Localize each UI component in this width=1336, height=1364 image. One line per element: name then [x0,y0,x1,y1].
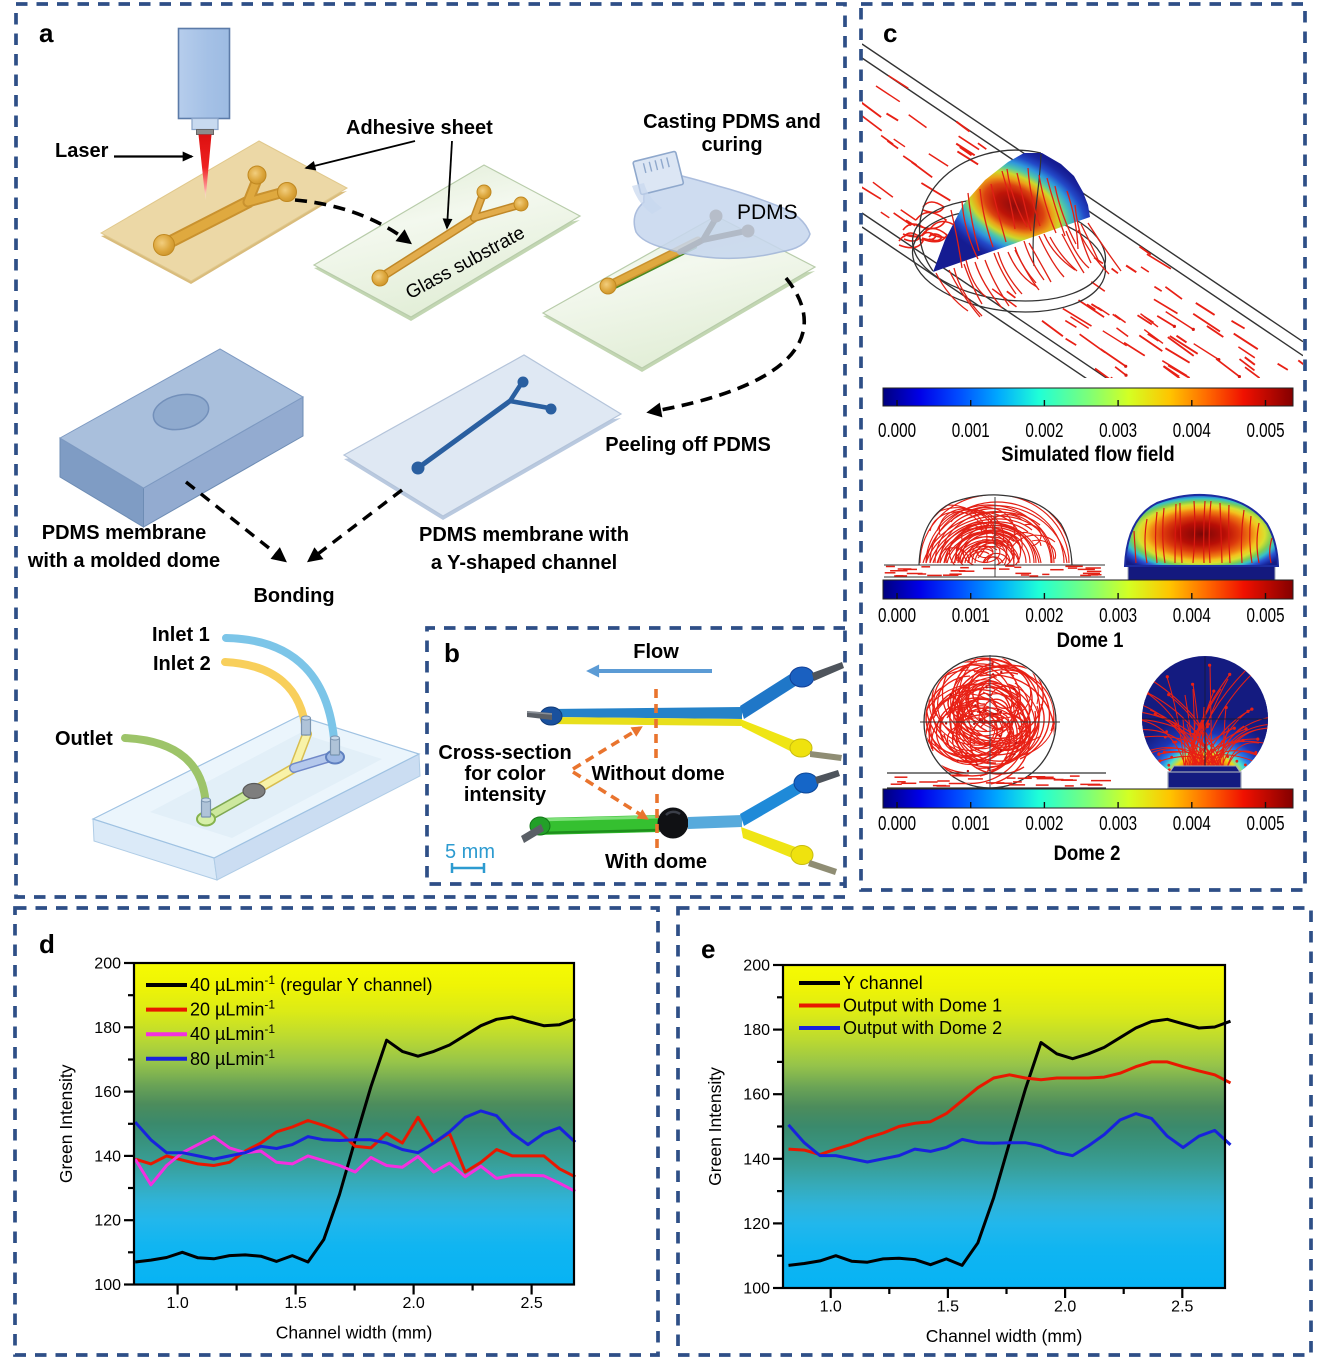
svg-text:0.004: 0.004 [1173,419,1211,442]
svg-text:120: 120 [743,1216,770,1233]
svg-text:Adhesive sheet: Adhesive sheet [346,117,493,139]
svg-text:Flow: Flow [633,641,679,663]
svg-text:100: 100 [94,1277,121,1294]
svg-text:1.0: 1.0 [820,1299,842,1316]
svg-text:Inlet 2: Inlet 2 [153,653,211,675]
svg-text:160: 160 [94,1084,121,1101]
svg-text:Peeling off PDMS: Peeling off PDMS [605,434,771,456]
svg-text:180: 180 [94,1020,121,1037]
svg-text:Inlet 1: Inlet 1 [152,624,210,646]
svg-text:e: e [701,934,715,964]
svg-text:0.004: 0.004 [1173,604,1211,627]
svg-text:Green Intensity: Green Intensity [56,1064,76,1183]
svg-text:0.000: 0.000 [878,812,916,835]
svg-text:Y channel: Y channel [843,973,923,993]
svg-text:0.003: 0.003 [1099,604,1137,627]
svg-text:200: 200 [94,956,121,973]
svg-text:Cross-section: Cross-section [438,742,571,764]
svg-text:PDMS: PDMS [737,201,798,224]
svg-text:Output with Dome 2: Output with Dome 2 [843,1018,1002,1038]
svg-text:0.002: 0.002 [1025,419,1063,442]
svg-text:curing: curing [701,134,762,156]
svg-text:1.0: 1.0 [166,1295,188,1312]
svg-text:PDMS membrane: PDMS membrane [42,522,207,544]
svg-text:200: 200 [743,958,770,975]
svg-text:180: 180 [743,1022,770,1039]
svg-text:c: c [883,18,897,48]
svg-text:1.5: 1.5 [284,1295,306,1312]
svg-text:0.005: 0.005 [1246,419,1284,442]
svg-text:Simulated flow field: Simulated flow field [1001,443,1174,466]
svg-text:80 µLmin-1: 80 µLmin-1 [190,1047,275,1069]
svg-text:Without dome: Without dome [591,763,724,785]
svg-text:with a molded dome: with a molded dome [27,550,220,572]
svg-text:Dome 1: Dome 1 [1057,629,1124,652]
svg-text:b: b [444,638,460,668]
svg-text:160: 160 [743,1087,770,1104]
svg-text:0.005: 0.005 [1246,812,1284,835]
svg-text:PDMS membrane with: PDMS membrane with [419,524,629,546]
svg-text:Bonding: Bonding [253,585,334,607]
svg-text:Outlet: Outlet [55,728,113,750]
svg-text:Channel width (mm): Channel width (mm) [276,1323,433,1343]
svg-text:a: a [39,18,54,48]
svg-text:Green Intensity: Green Intensity [705,1067,725,1186]
svg-text:2.5: 2.5 [520,1295,542,1312]
svg-text:0.001: 0.001 [952,419,990,442]
svg-text:0.003: 0.003 [1099,419,1137,442]
svg-text:120: 120 [94,1213,121,1230]
svg-text:a Y-shaped channel: a Y-shaped channel [431,552,617,574]
svg-text:0.005: 0.005 [1246,604,1284,627]
svg-text:140: 140 [94,1148,121,1165]
svg-text:2.0: 2.0 [402,1295,424,1312]
svg-text:0.000: 0.000 [878,419,916,442]
svg-text:0.001: 0.001 [952,812,990,835]
svg-text:5 mm: 5 mm [445,841,495,863]
svg-text:40 µLmin-1 (regular Y channel): 40 µLmin-1 (regular Y channel) [190,973,433,995]
svg-text:0.003: 0.003 [1099,812,1137,835]
svg-text:Laser: Laser [55,140,109,162]
svg-text:100: 100 [743,1281,770,1298]
svg-text:40 µLmin-1: 40 µLmin-1 [190,1022,275,1044]
svg-text:Channel width (mm): Channel width (mm) [926,1326,1083,1346]
svg-text:0.000: 0.000 [878,604,916,627]
svg-text:2.5: 2.5 [1171,1299,1193,1316]
svg-text:2.0: 2.0 [1054,1299,1076,1316]
svg-text:Dome 2: Dome 2 [1054,842,1121,865]
svg-text:0.002: 0.002 [1025,812,1063,835]
svg-text:0.004: 0.004 [1173,812,1211,835]
svg-text:1.5: 1.5 [937,1299,959,1316]
svg-text:With dome: With dome [605,851,707,873]
svg-text:0.001: 0.001 [952,604,990,627]
svg-text:Output with Dome 1: Output with Dome 1 [843,996,1002,1016]
svg-text:for color: for color [464,763,545,785]
svg-text:Casting PDMS and: Casting PDMS and [643,111,821,133]
svg-text:140: 140 [743,1151,770,1168]
svg-text:20 µLmin-1: 20 µLmin-1 [190,998,275,1020]
svg-text:intensity: intensity [464,784,547,806]
svg-text:d: d [39,929,55,959]
svg-text:0.002: 0.002 [1025,604,1063,627]
